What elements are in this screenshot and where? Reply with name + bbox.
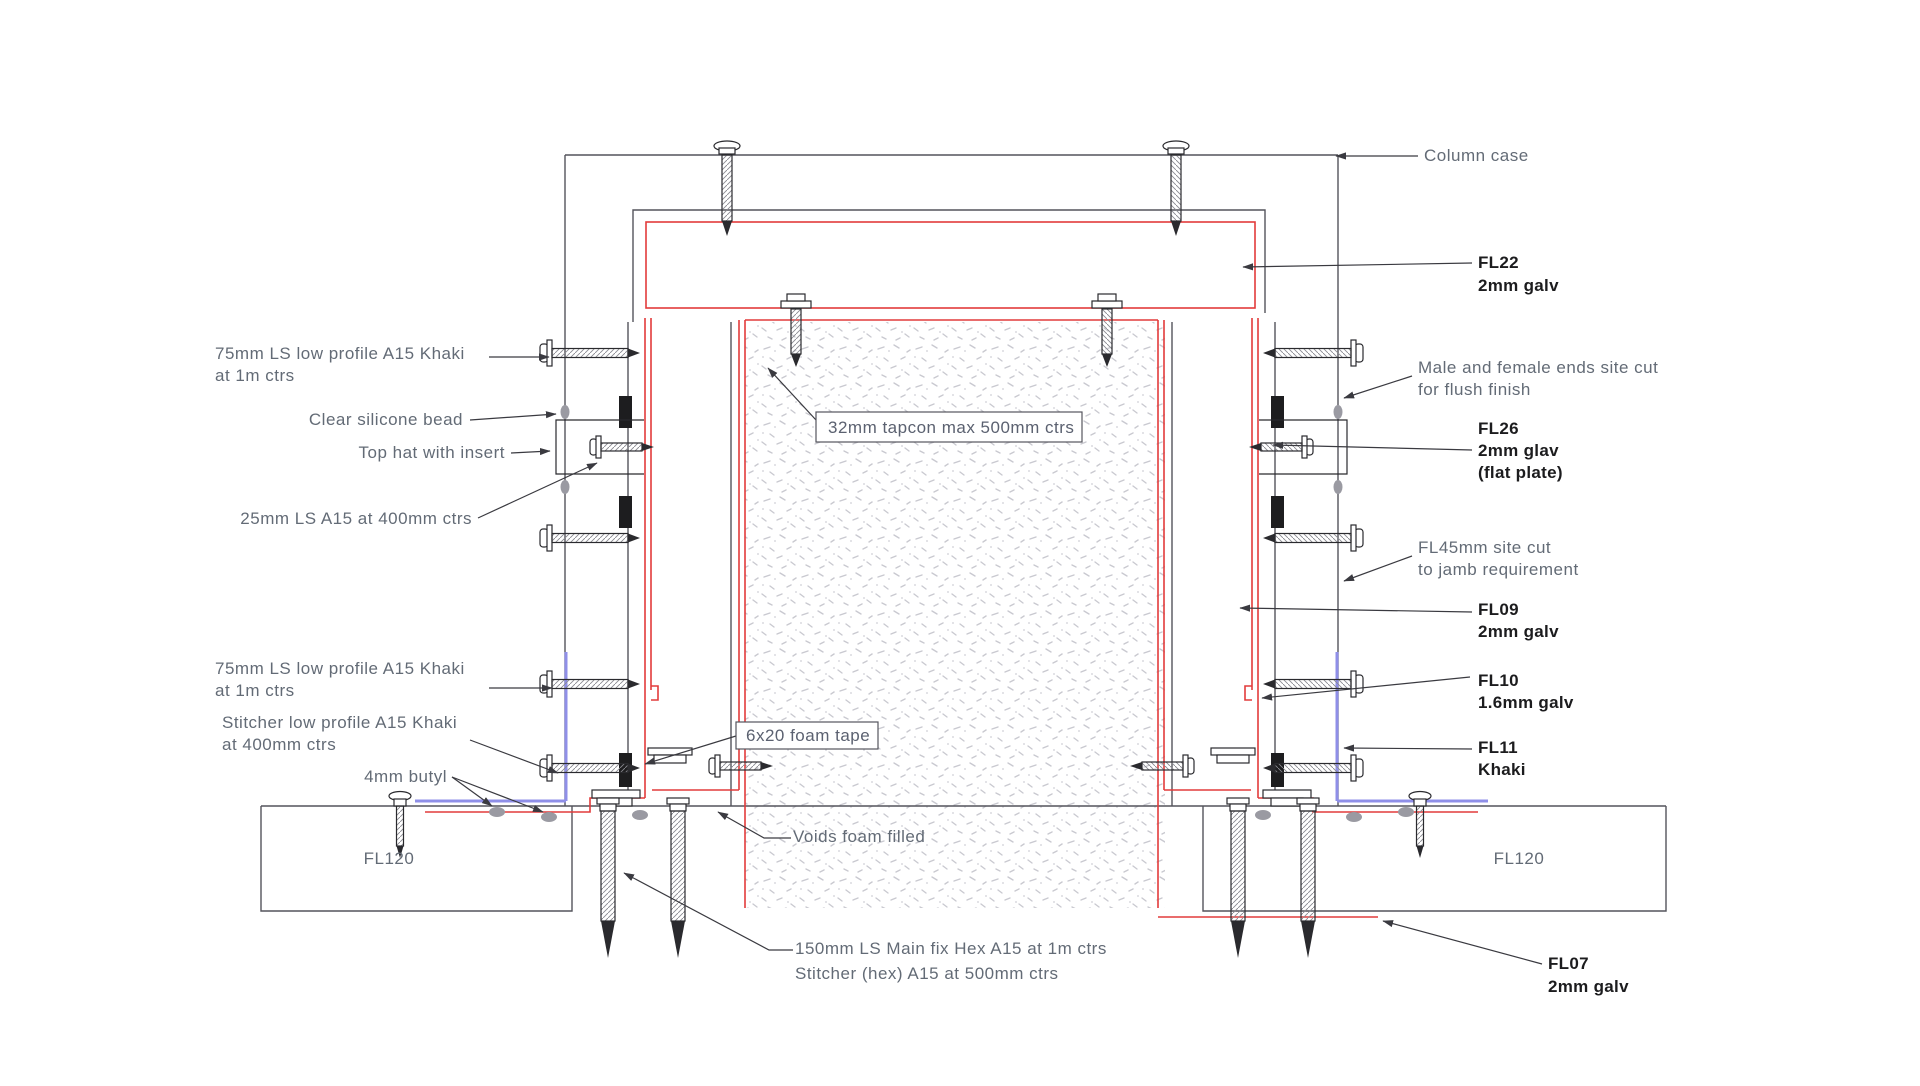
label-top-hat: Top hat with insert xyxy=(358,443,505,462)
label-fl07-code: FL07 xyxy=(1548,954,1589,973)
main-fix-screw xyxy=(1226,797,1250,959)
label-stitcher-line2: at 400mm ctrs xyxy=(222,735,336,754)
label-fl11-code: FL11 xyxy=(1478,738,1518,757)
label-fl09-code: FL09 xyxy=(1478,600,1519,619)
left-labels: 75mm LS low profile A15 Khaki at 1m ctrs… xyxy=(215,344,505,868)
label-fl09-desc: 2mm galv xyxy=(1478,622,1559,641)
silicone-bead xyxy=(560,480,570,494)
foam-tape-callout-box xyxy=(735,721,879,750)
label-butyl: 4mm butyl xyxy=(364,767,447,786)
floor-slabs xyxy=(260,805,1667,912)
jamb-screw xyxy=(539,339,641,367)
main-fix-screw xyxy=(596,797,620,959)
silicone-bead xyxy=(560,405,570,419)
label-male-female-line2: for flush finish xyxy=(1418,380,1531,399)
label-fl10-desc: 1.6mm galv xyxy=(1478,693,1574,712)
fl10-clip xyxy=(651,685,659,701)
foam-tape-pad xyxy=(619,496,632,528)
label-fl26-desc: 2mm glav xyxy=(1478,441,1559,460)
label-75mm-lower-line2: at 1m ctrs xyxy=(215,681,295,700)
jamb-screw xyxy=(539,524,641,552)
label-male-female-line1: Male and female ends site cut xyxy=(1418,358,1658,377)
label-fl45-line1: FL45mm site cut xyxy=(1418,538,1551,557)
label-fl10-code: FL10 xyxy=(1478,671,1519,690)
label-main-fix-line2: Stitcher (hex) A15 at 500mm ctrs xyxy=(795,964,1059,983)
label-silicone-bead: Clear silicone bead xyxy=(309,410,463,429)
butyl-dot xyxy=(489,807,505,817)
label-75mm-upper-line1: 75mm LS low profile A15 Khaki xyxy=(215,344,465,363)
label-75mm-lower-line1: 75mm LS low profile A15 Khaki xyxy=(215,659,465,678)
label-fl120-left: FL120 xyxy=(364,849,415,868)
right-labels: Column case FL22 2mm galv Male and femal… xyxy=(1418,146,1658,996)
label-fl26-code: FL26 xyxy=(1478,419,1519,438)
label-fl22-desc: 2mm galv xyxy=(1478,276,1559,295)
concrete-column xyxy=(745,322,1165,908)
label-fl120-right: FL120 xyxy=(1494,849,1545,868)
top-hat xyxy=(555,419,655,475)
tapcon-callout-label: 32mm tapcon max 500mm ctrs xyxy=(828,418,1074,437)
center-labels: Voids foam filled 150mm LS Main fix Hex … xyxy=(793,827,1107,983)
butyl-dot xyxy=(632,810,648,820)
jamb-screw xyxy=(539,670,641,698)
label-25mm-ls: 25mm LS A15 at 400mm ctrs xyxy=(240,509,472,528)
foam-tape-pad xyxy=(619,396,632,428)
label-fl45-line2: to jamb requirement xyxy=(1418,560,1579,579)
butyl-dot xyxy=(541,812,557,822)
head-case xyxy=(565,154,1338,322)
main-fix-screw xyxy=(1296,797,1320,959)
fl22-flashing xyxy=(645,221,1256,309)
foam-tape-callout-label: 6x20 foam tape xyxy=(746,726,870,745)
leader-lines xyxy=(451,152,1543,965)
label-fl22-code: FL22 xyxy=(1478,253,1519,272)
jamb-assembly-left xyxy=(415,140,812,908)
label-75mm-upper-line2: at 1m ctrs xyxy=(215,366,295,385)
label-stitcher-line1: Stitcher low profile A15 Khaki xyxy=(222,713,457,732)
label-fl26-desc2: (flat plate) xyxy=(1478,463,1563,482)
label-voids: Voids foam filled xyxy=(793,827,925,846)
label-fl11-desc: Khaki xyxy=(1478,760,1526,779)
label-main-fix-line1: 150mm LS Main fix Hex A15 at 1m ctrs xyxy=(795,939,1107,958)
main-fix-screw xyxy=(666,797,690,959)
tapcon-callout-box xyxy=(815,411,1083,443)
label-fl07-desc: 2mm galv xyxy=(1548,977,1629,996)
label-column-case: Column case xyxy=(1424,146,1529,165)
